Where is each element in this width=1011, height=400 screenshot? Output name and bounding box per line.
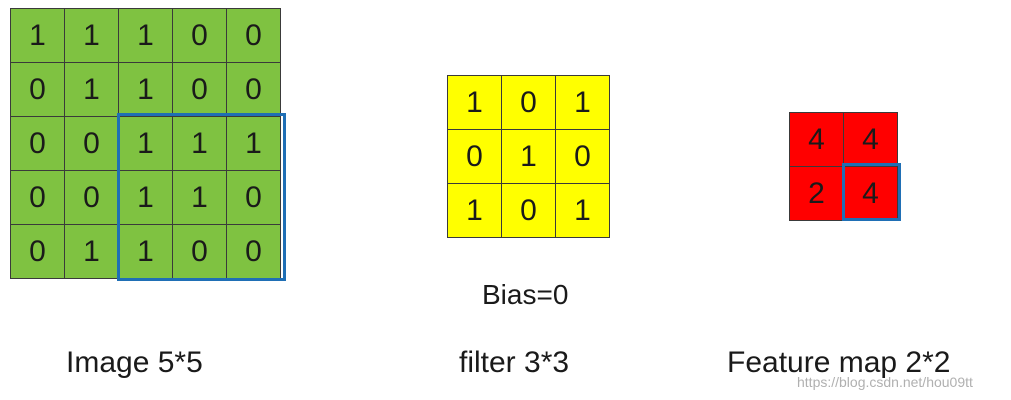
- image-cell: 1: [65, 9, 119, 63]
- filter-cell: 1: [556, 76, 610, 130]
- filter-cell: 1: [502, 130, 556, 184]
- image-cell: 1: [227, 117, 281, 171]
- filter-cell: 0: [448, 130, 502, 184]
- filter-cell: 0: [502, 184, 556, 238]
- feature-map-cell: 4: [790, 113, 844, 167]
- watermark: https://blog.csdn.net/hou09tt: [797, 374, 973, 390]
- filter-cell: 1: [556, 184, 610, 238]
- image-cell: 1: [119, 63, 173, 117]
- image-cell: 1: [119, 225, 173, 279]
- feature-map-cell: 2: [790, 167, 844, 221]
- image-cell: 1: [173, 171, 227, 225]
- filter-caption: filter 3*3: [459, 346, 570, 379]
- image-cell: 0: [11, 171, 65, 225]
- feature-map-cell: 4: [844, 167, 898, 221]
- feature-map-caption: Feature map 2*2: [727, 346, 951, 379]
- image-cell: 1: [65, 63, 119, 117]
- image-cell: 1: [119, 117, 173, 171]
- bias-label: Bias=0: [482, 279, 569, 310]
- image-cell: 0: [173, 225, 227, 279]
- image-cell: 0: [11, 117, 65, 171]
- image-cell: 0: [173, 9, 227, 63]
- image-cell: 1: [65, 225, 119, 279]
- filter-cell: 0: [502, 76, 556, 130]
- feature-map-cell: 4: [844, 113, 898, 167]
- filter-cell: 0: [556, 130, 610, 184]
- image-cell: 0: [65, 171, 119, 225]
- image-cell: 0: [11, 225, 65, 279]
- image-cell: 0: [227, 225, 281, 279]
- image-cell: 0: [227, 9, 281, 63]
- image-cell: 1: [11, 9, 65, 63]
- image-cell: 1: [173, 117, 227, 171]
- image-cell: 0: [173, 63, 227, 117]
- image-cell: 0: [11, 63, 65, 117]
- image-caption: Image 5*5: [66, 346, 203, 379]
- image-cell: 1: [119, 9, 173, 63]
- image-cell: 0: [227, 63, 281, 117]
- image-cell: 0: [65, 117, 119, 171]
- image-cell: 1: [119, 171, 173, 225]
- image-cell: 0: [227, 171, 281, 225]
- filter-cell: 1: [448, 76, 502, 130]
- filter-cell: 1: [448, 184, 502, 238]
